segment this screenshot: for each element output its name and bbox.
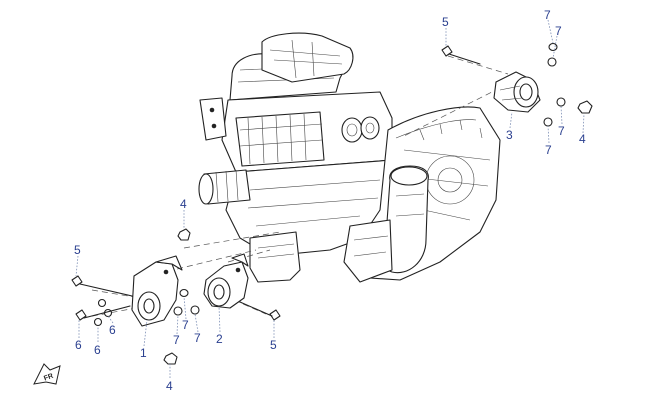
washers-top-right [543,42,593,127]
front-left-mount [131,255,183,327]
callout-1[interactable]: 1 [140,346,147,360]
callout-7-mid-c[interactable]: 7 [194,331,201,345]
rear-engine-mount [493,71,541,113]
callout-7-top-a[interactable]: 7 [544,8,551,22]
callout-leaders [75,19,585,378]
callout-6-c[interactable]: 6 [94,343,101,357]
callout-5-top[interactable]: 5 [442,15,449,29]
callout-7-right-b[interactable]: 7 [545,143,552,157]
fasteners-front [71,228,281,365]
callout-6-b[interactable]: 6 [75,338,82,352]
callout-2[interactable]: 2 [216,332,223,346]
callout-4-right[interactable]: 4 [579,132,586,146]
engine-assembly [198,32,501,283]
callout-3[interactable]: 3 [506,128,513,142]
callout-7-top-b[interactable]: 7 [555,24,562,38]
callout-5-left[interactable]: 5 [74,243,81,257]
callout-5-bottom[interactable]: 5 [270,338,277,352]
callout-numbers: 5 7 7 3 7 7 4 4 5 6 6 6 1 7 7 7 2 5 4 [74,8,586,393]
bolt-top [441,45,481,65]
callout-6-a[interactable]: 6 [109,323,116,337]
callout-7-mid-a[interactable]: 7 [182,318,189,332]
front-right-mount [203,253,249,309]
front-arrow-label: FR [43,373,54,383]
front-direction-arrow: FR [33,363,61,385]
callout-7-right-a[interactable]: 7 [558,124,565,138]
callout-4-mid[interactable]: 4 [180,197,187,211]
callout-7-mid-b[interactable]: 7 [173,333,180,347]
callout-4-bottom[interactable]: 4 [166,379,173,393]
